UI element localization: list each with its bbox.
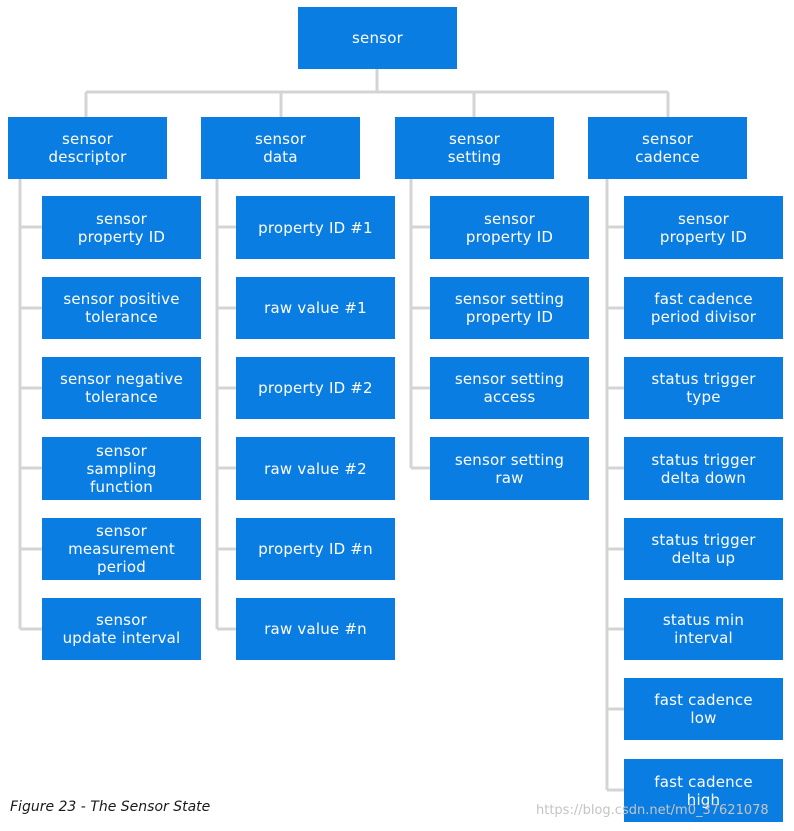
node-cadence-item: sensor property ID	[624, 196, 783, 259]
node-sensor-data: sensor data	[201, 117, 360, 179]
node-data-item: property ID #2	[236, 357, 395, 419]
node-label: sensor cadence	[635, 130, 700, 166]
node-label: sensor setting	[447, 130, 502, 166]
node-data-item: raw value #2	[236, 437, 395, 500]
node-label: fast cadence period divisor	[650, 290, 757, 326]
node-setting-item: sensor setting raw	[430, 437, 589, 500]
node-cadence-item: status min interval	[624, 598, 783, 660]
node-sensor-cadence: sensor cadence	[588, 117, 747, 179]
node-label: sensor property ID	[77, 209, 166, 246]
node-label: sensor update interval	[62, 611, 181, 647]
node-cadence-item: fast cadence low	[624, 678, 783, 740]
node-label: fast cadence low	[654, 691, 753, 727]
node-descriptor-item: sensor negative tolerance	[42, 357, 201, 419]
node-data-item: raw value #n	[236, 598, 395, 660]
node-data-item: property ID #1	[236, 196, 395, 259]
node-sensor: sensor	[298, 7, 457, 69]
node-descriptor-item: sensor positive tolerance	[42, 277, 201, 339]
node-label: property ID #n	[258, 540, 373, 558]
figure-caption: Figure 23 - The Sensor State	[10, 799, 211, 815]
node-label: sensor setting raw	[454, 450, 565, 487]
node-label: raw value #2	[264, 459, 367, 478]
node-cadence-item: status trigger delta up	[624, 518, 783, 580]
node-sensor-setting: sensor setting	[395, 117, 554, 179]
node-label: sensor data	[255, 130, 306, 166]
node-cadence-item: fast cadence high	[624, 759, 783, 822]
node-setting-item: sensor setting property ID	[430, 277, 589, 339]
node-label: sensor property ID	[465, 209, 554, 246]
node-label: status trigger delta down	[651, 450, 756, 487]
node-setting-item: sensor property ID	[430, 196, 589, 259]
node-descriptor-item: sensor measurement period	[42, 518, 201, 580]
node-label: raw value #1	[264, 299, 367, 317]
node-sensor-descriptor: sensor descriptor	[8, 117, 167, 179]
node-label: sensor property ID	[659, 209, 748, 246]
watermark-text: https://blog.csdn.net/m0_37621078	[536, 803, 769, 818]
node-label: status trigger type	[651, 370, 756, 406]
node-descriptor-item: sensor sampling function	[42, 437, 201, 500]
node-label: sensor measurement period	[68, 522, 175, 576]
node-cadence-item: status trigger delta down	[624, 437, 783, 500]
node-label: fast cadence high	[654, 772, 753, 809]
node-data-item: property ID #n	[236, 518, 395, 580]
node-label: status trigger delta up	[651, 531, 756, 567]
node-label: sensor	[352, 29, 403, 47]
node-label: status min interval	[662, 611, 745, 647]
node-cadence-item: fast cadence period divisor	[624, 277, 783, 339]
node-label: sensor sampling function	[86, 441, 157, 496]
node-label: sensor negative tolerance	[59, 370, 184, 406]
node-cadence-item: status trigger type	[624, 357, 783, 419]
node-setting-item: sensor setting access	[430, 357, 589, 419]
node-descriptor-item: sensor property ID	[42, 196, 201, 259]
node-label: sensor setting property ID	[454, 290, 565, 326]
node-label: sensor positive tolerance	[63, 290, 180, 326]
node-label: sensor descriptor	[48, 130, 127, 166]
node-descriptor-item: sensor update interval	[42, 598, 201, 660]
node-data-item: raw value #1	[236, 277, 395, 339]
node-label: property ID #2	[258, 379, 373, 397]
node-label: raw value #n	[264, 620, 367, 638]
node-label: sensor setting access	[454, 370, 565, 406]
node-label: property ID #1	[258, 218, 373, 237]
